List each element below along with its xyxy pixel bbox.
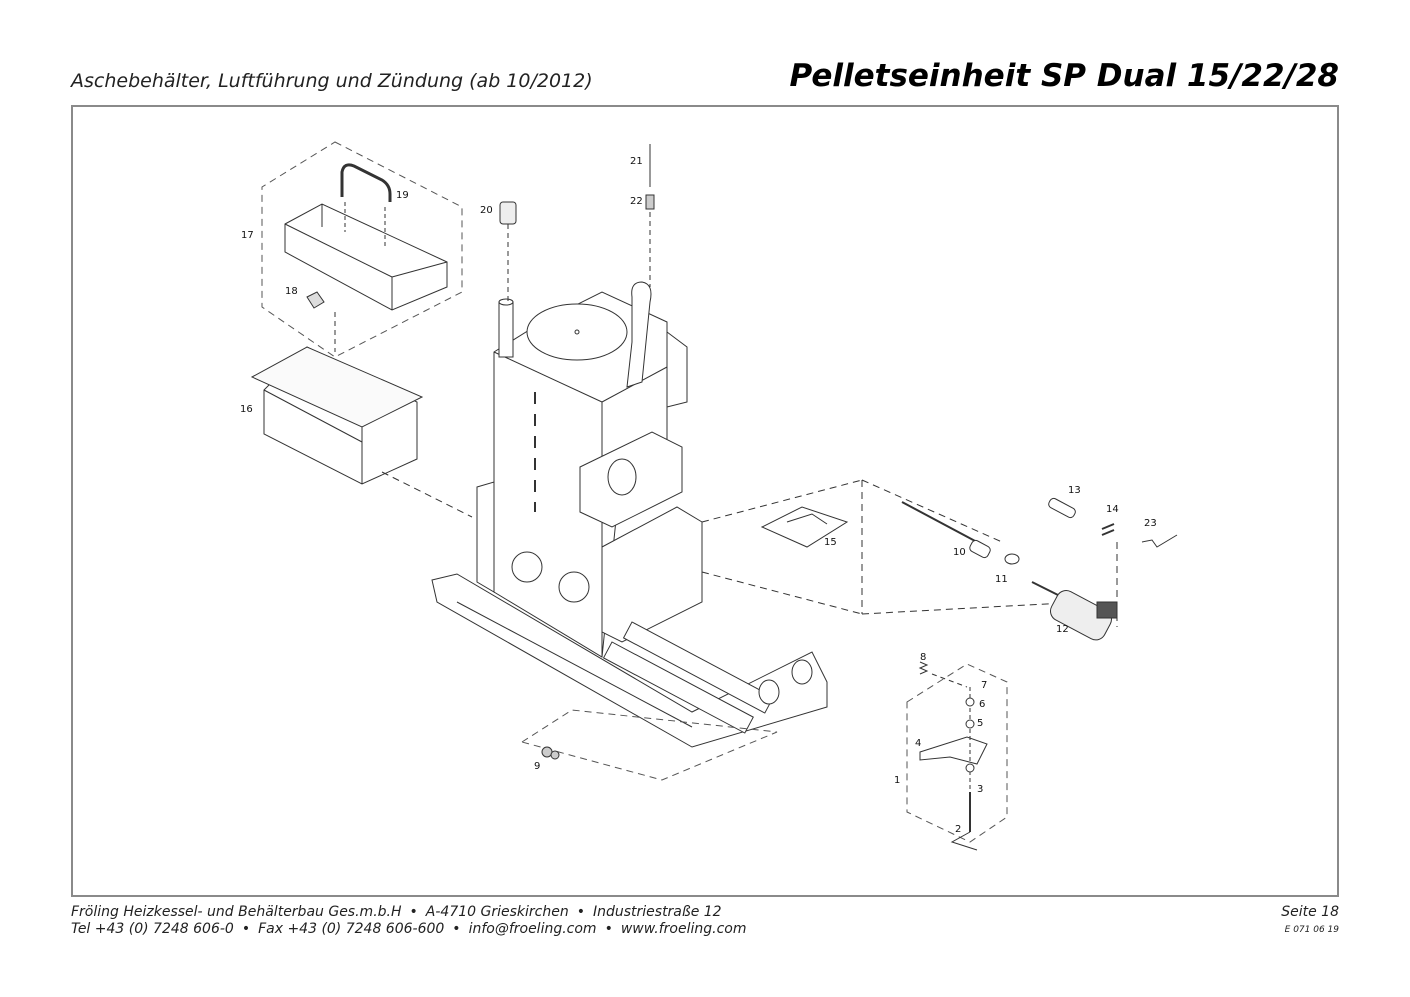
- exploded-diagram-frame: 1 2 3 4 5 6 7 8 9 10 11 12 13 14 15 16 1…: [71, 105, 1339, 897]
- callout-6: 6: [979, 699, 985, 710]
- callout-21: 21: [630, 156, 643, 167]
- phone: Tel +43 (0) 7248 606-0: [71, 921, 234, 937]
- callout-15: 15: [824, 537, 837, 548]
- callout-3: 3: [977, 784, 983, 795]
- callout-23: 23: [1144, 518, 1157, 529]
- callout-22: 22: [630, 196, 643, 207]
- lever-arm: [626, 281, 652, 388]
- callout-10: 10: [953, 547, 966, 558]
- lever-plate: [919, 736, 988, 765]
- callout-labels: 1 2 3 4 5 6 7 8 9 10 11 12 13 14 15 16 1…: [240, 156, 1157, 835]
- callout-18: 18: [285, 286, 298, 297]
- callout-4: 4: [915, 738, 921, 749]
- address-city: A-4710 Grieskirchen: [425, 904, 569, 920]
- callout-11: 11: [995, 574, 1008, 585]
- part-22: [645, 194, 655, 210]
- lower-box: [601, 506, 703, 643]
- footer-line-2: Tel +43 (0) 7248 606-0•Fax +43 (0) 7248 …: [71, 921, 747, 937]
- page-number: Seite 18: [1281, 904, 1339, 920]
- part-9-outline: [520, 709, 778, 781]
- lid-part: [284, 203, 448, 311]
- top-plate: [526, 303, 628, 361]
- ignition-rod: [901, 501, 978, 543]
- company-name: Fröling Heizkessel- und Behälterbau Ges.…: [71, 904, 402, 920]
- callout-14: 14: [1106, 504, 1119, 515]
- page-subtitle: Aschebehälter, Luftführung und Zündung (…: [71, 70, 593, 92]
- callout-8: 8: [920, 652, 926, 663]
- callout-20: 20: [480, 205, 493, 216]
- spring-8: [918, 661, 929, 675]
- roller-bar: [622, 621, 774, 714]
- email-link[interactable]: info@froeling.com: [468, 921, 597, 937]
- callout-17: 17: [241, 230, 254, 241]
- exploded-parts-diagram: 1 2 3 4 5 6 7 8 9 10 11 12 13 14 15 16 1…: [240, 141, 1178, 851]
- address-street: Industriestraße 12: [592, 904, 722, 920]
- clip-part: [306, 291, 325, 309]
- fax: Fax +43 (0) 7248 606-600: [258, 921, 445, 937]
- lid-group-outline: [261, 141, 463, 358]
- document-code: E 071 06 19: [1284, 925, 1339, 935]
- callout-13: 13: [1068, 485, 1081, 496]
- callout-7: 7: [981, 680, 987, 691]
- callout-19: 19: [396, 190, 409, 201]
- footer-line-1: Fröling Heizkessel- und Behälterbau Ges.…: [71, 904, 722, 920]
- lever-group-outline: [906, 663, 1008, 843]
- part-23: [1141, 534, 1178, 548]
- handle-part: [340, 163, 392, 202]
- plate-part: [760, 506, 849, 548]
- callout-1: 1: [894, 775, 900, 786]
- callout-5: 5: [977, 718, 983, 729]
- callout-12: 12: [1056, 624, 1069, 635]
- pipe-stub: [498, 301, 514, 358]
- page-title: Pelletseinheit SP Dual 15/22/28: [789, 58, 1339, 94]
- callout-16: 16: [240, 404, 253, 415]
- web-link[interactable]: www.froeling.com: [620, 921, 747, 937]
- callout-2: 2: [955, 824, 961, 835]
- footer-contact: Fröling Heizkessel- und Behälterbau Ges.…: [71, 904, 747, 938]
- crank-part: [950, 831, 978, 851]
- callout-9: 9: [534, 761, 540, 772]
- fan-motor: [1050, 590, 1112, 641]
- part-13: [1048, 497, 1076, 519]
- part-20: [499, 201, 517, 225]
